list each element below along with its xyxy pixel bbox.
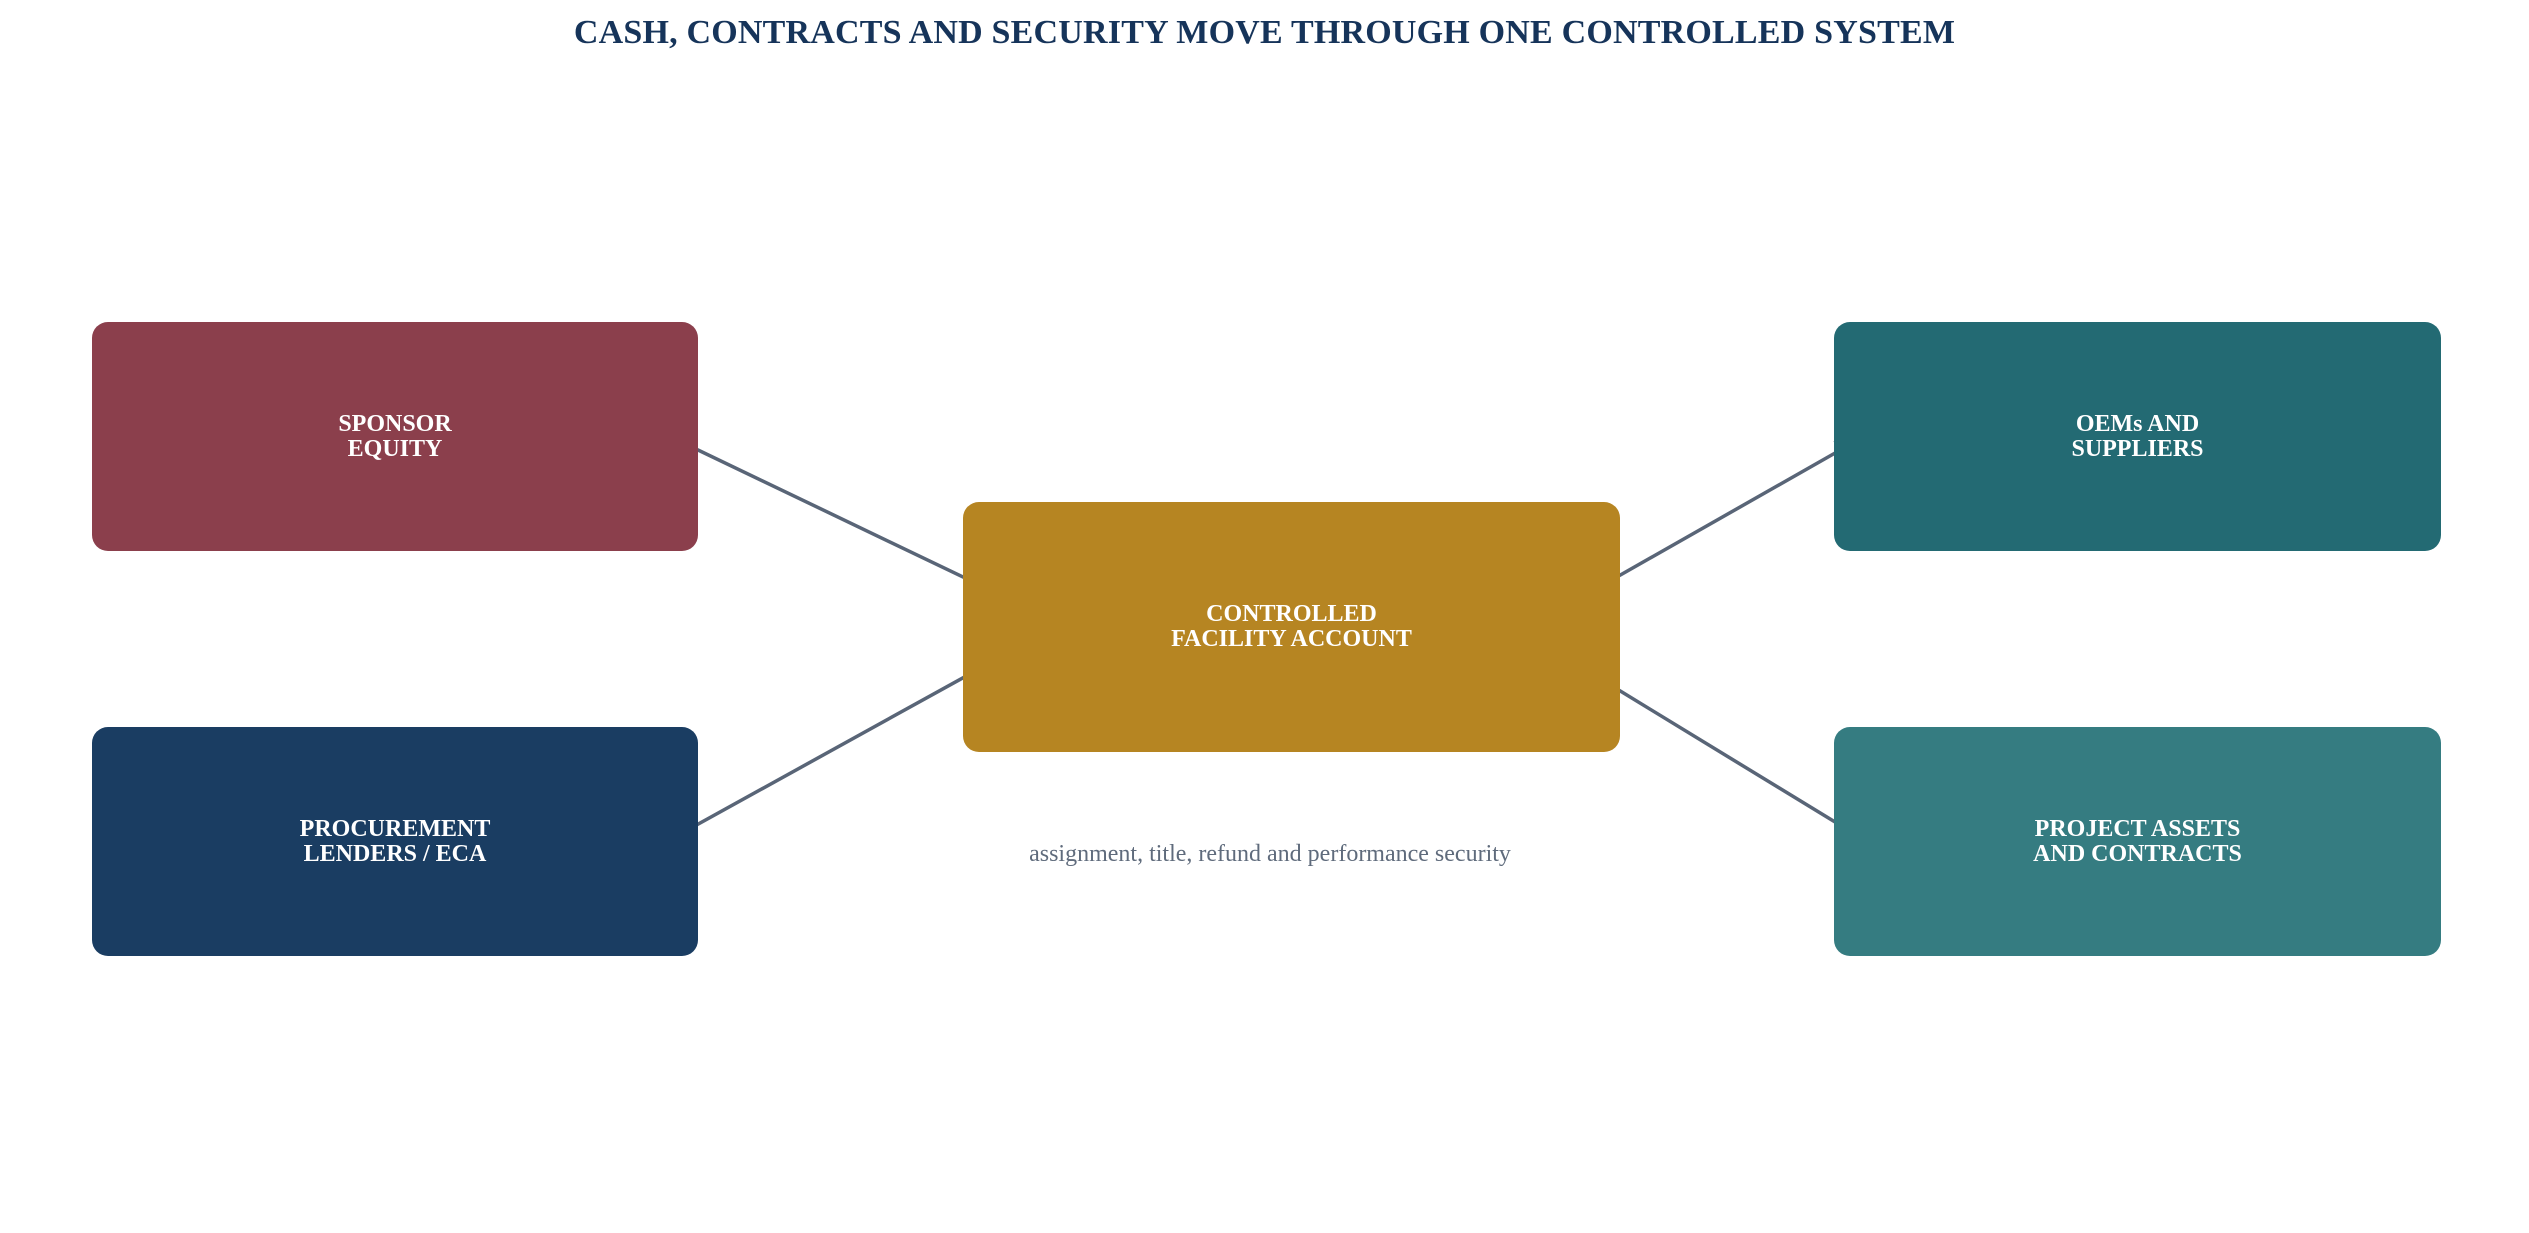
procurement-lenders-label: PROCUREMENT LENDERS / ECA bbox=[299, 815, 491, 867]
sponsor-equity-box: SPONSOR EQUITY bbox=[92, 322, 698, 551]
arrow-sponsor-to-facility bbox=[671, 436, 988, 590]
diagram-title: CASH, CONTRACTS AND SECURITY MOVE THROUG… bbox=[573, 14, 1956, 51]
sponsor-equity-label: SPONSOR EQUITY bbox=[338, 410, 452, 462]
controlled-facility-account-label: CONTROLLED FACILITY ACCOUNT bbox=[1171, 601, 1412, 652]
oems-suppliers-label: OEMs AND SUPPLIERS bbox=[2071, 410, 2204, 462]
oems-suppliers-box: OEMs AND SUPPLIERS bbox=[1834, 322, 2441, 551]
controlled-facility-account-box: CONTROLLED FACILITY ACCOUNT bbox=[963, 502, 1620, 752]
arrow-assets-to-facility bbox=[1594, 675, 1860, 838]
project-assets-box: PROJECT ASSETS AND CONTRACTS bbox=[1834, 727, 2441, 956]
arrow-facility-to-oems bbox=[1592, 440, 1858, 592]
arrow-procurement-to-facility bbox=[671, 664, 988, 840]
procurement-lenders-box: PROCUREMENT LENDERS / ECA bbox=[92, 727, 698, 956]
project-assets-label: PROJECT ASSETS AND CONTRACTS bbox=[2033, 815, 2242, 867]
security-caption: assignment, title, refund and performanc… bbox=[1029, 841, 1511, 867]
